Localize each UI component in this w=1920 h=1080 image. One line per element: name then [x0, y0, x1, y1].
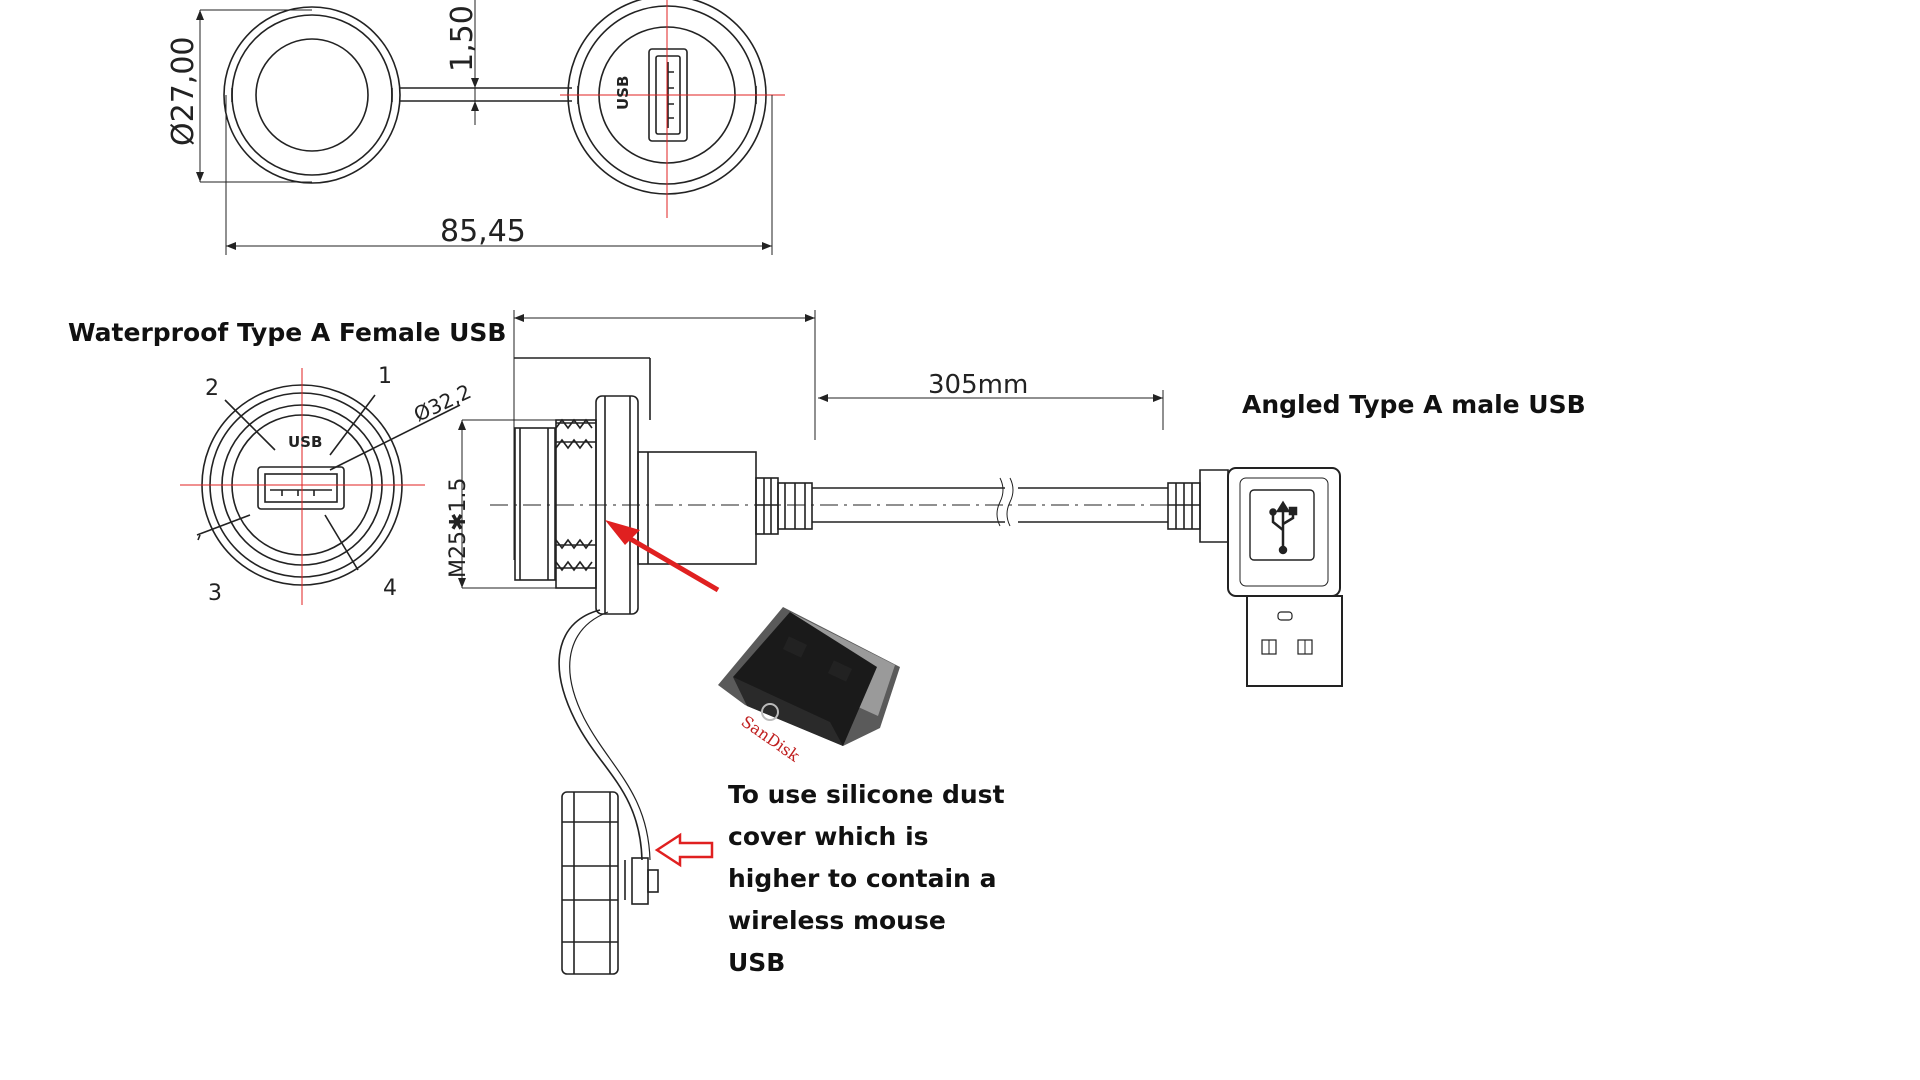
- pin-4: 4: [383, 576, 397, 601]
- front-port: [257, 466, 345, 510]
- thread-bottom: [555, 538, 596, 572]
- pin-3: 3: [208, 581, 222, 606]
- pin-2: 2: [205, 376, 219, 401]
- note-line-3: higher to contain a: [728, 864, 997, 893]
- thread-top: [555, 418, 596, 450]
- male-plug-logo-box: [1249, 489, 1315, 561]
- dim-length-8545: 85,45: [440, 214, 526, 249]
- top-view: [196, 0, 785, 255]
- front-view: [180, 368, 461, 605]
- panel-flange-left: [514, 427, 556, 581]
- dim-cable-length: 305mm: [928, 370, 1028, 400]
- cable: [812, 487, 1168, 523]
- dust-cap: [561, 791, 619, 975]
- note-line-1: To use silicone dust: [728, 780, 1005, 809]
- red-arrow-pointer: [605, 520, 720, 593]
- male-usb-title: Angled Type A male USB: [1242, 390, 1586, 419]
- dim-thickness-150: 1,50: [445, 5, 480, 72]
- strap: [400, 87, 572, 102]
- hollow-arrow-icon: [654, 832, 714, 868]
- usb-trident-icon: [1269, 500, 1298, 555]
- dim-thread: M25✱1.5: [446, 478, 471, 578]
- usb-mark-front: USB: [288, 433, 322, 451]
- note-line-5: USB: [728, 948, 786, 977]
- flash-drive-icon: SanDisk: [718, 607, 900, 766]
- dim-diameter-27: Ø27,00: [166, 37, 201, 147]
- pin-1: 1: [378, 364, 392, 389]
- male-plug-tongue: [1246, 595, 1343, 687]
- side-view: [490, 310, 1343, 975]
- cap-inner-circle: [255, 38, 369, 152]
- female-usb-title: Waterproof Type A Female USB: [68, 318, 507, 347]
- note-line-4: wireless mouse: [728, 906, 946, 935]
- note-line-2: cover which is: [728, 822, 929, 851]
- tether-wire: [558, 609, 643, 861]
- dim-diameter-32: Ø32,2: [410, 379, 475, 426]
- cap-outer-circle: [223, 6, 401, 184]
- usb-mark-top: USB: [614, 76, 632, 110]
